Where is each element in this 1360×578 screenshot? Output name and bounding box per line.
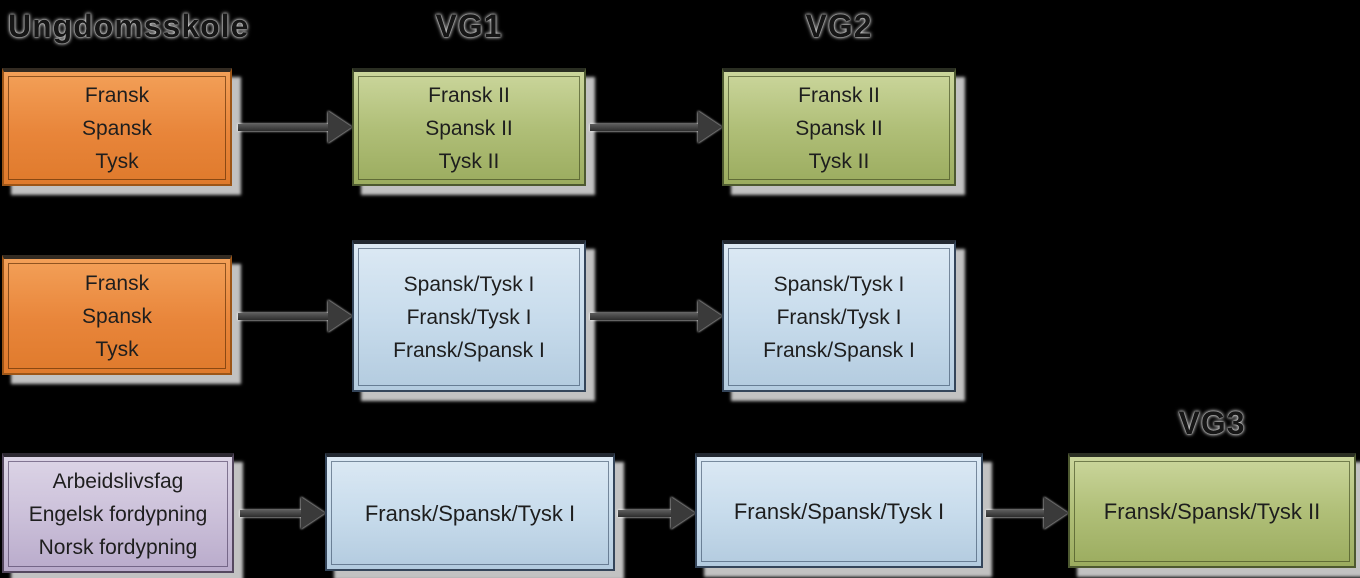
box-row2-vg2: Spansk/Tysk I Fransk/Tysk I Fransk/Spans… <box>722 240 956 392</box>
arrow-row3-2 <box>618 496 695 530</box>
box-line: Spansk II <box>425 116 513 140</box>
box-line: Fransk/Spansk/Tysk II <box>1103 499 1321 524</box>
arrow-head <box>1044 497 1068 529</box>
box-line: Fransk II <box>428 83 510 107</box>
arrow-shaft <box>238 123 329 131</box>
box-row3-vg3: Fransk/Spansk/Tysk II <box>1068 453 1356 568</box>
box-line: Spansk/Tysk I <box>403 272 535 296</box>
box-inner: Spansk/Tysk I Fransk/Tysk I Fransk/Spans… <box>728 248 950 386</box>
column-header-vg2: VG2 <box>805 8 873 44</box>
arrow-row3-3 <box>986 496 1068 530</box>
box-line: Fransk/Spansk/Tysk I <box>364 500 576 526</box>
arrow-row1-1 <box>238 110 352 144</box>
box-line: Tysk II <box>438 149 500 173</box>
box-line: Fransk II <box>798 83 880 107</box>
box-row2-vg1: Spansk/Tysk I Fransk/Tysk I Fransk/Spans… <box>352 240 586 392</box>
arrow-row3-1 <box>240 496 325 530</box>
arrow-row2-2 <box>590 299 722 333</box>
box-inner: Spansk/Tysk I Fransk/Tysk I Fransk/Spans… <box>358 248 580 386</box>
arrow-head <box>328 300 352 332</box>
box-line: Fransk/Tysk I <box>406 305 532 329</box>
box-line: Spansk/Tysk I <box>773 272 905 296</box>
box-line: Spansk <box>81 116 153 140</box>
arrow-row1-2 <box>590 110 722 144</box>
box-line: Fransk <box>84 271 150 295</box>
box-line: Arbeidslivsfag <box>52 469 184 493</box>
box-line: Tysk II <box>808 149 870 173</box>
arrow-shaft <box>590 123 699 131</box>
box-line: Fransk/Tysk I <box>776 305 902 329</box>
box-row3-ungdomsskole: Arbeidslivsfag Engelsk fordypning Norsk … <box>2 453 234 573</box>
box-line: Fransk/Spansk I <box>393 338 545 362</box>
column-header-vg1: VG1 <box>435 8 503 44</box>
box-inner: Fransk II Spansk II Tysk II <box>728 76 950 180</box>
box-row1-vg1: Fransk II Spansk II Tysk II <box>352 68 586 186</box>
arrow-head <box>671 497 695 529</box>
box-inner: Fransk/Spansk/Tysk I <box>701 461 977 562</box>
box-line: Fransk/Spansk/Tysk I <box>733 499 945 524</box>
arrow-head <box>328 111 352 143</box>
box-line: Engelsk fordypning <box>28 502 208 526</box>
arrow-shaft <box>618 509 672 517</box>
box-inner: Fransk II Spansk II Tysk II <box>358 76 580 180</box>
box-line: Fransk <box>84 83 150 107</box>
arrow-shaft <box>240 509 302 517</box>
box-inner: Fransk Spansk Tysk <box>8 76 226 180</box>
box-row3-vg2: Fransk/Spansk/Tysk I <box>695 453 983 568</box>
column-header-vg3: VG3 <box>1178 405 1246 441</box>
box-line: Norsk fordypning <box>38 535 198 559</box>
arrow-head <box>698 300 722 332</box>
box-line: Spansk II <box>795 116 883 140</box>
box-row1-vg2: Fransk II Spansk II Tysk II <box>722 68 956 186</box>
box-line: Fransk/Spansk I <box>763 338 915 362</box>
box-inner: Fransk/Spansk/Tysk I <box>331 461 609 565</box>
arrow-shaft <box>238 312 329 320</box>
arrow-shaft <box>986 509 1045 517</box>
box-line: Tysk <box>95 337 139 361</box>
arrow-shaft <box>590 312 699 320</box>
box-inner: Fransk/Spansk/Tysk II <box>1074 461 1350 562</box>
box-row2-ungdomsskole: Fransk Spansk Tysk <box>2 255 232 375</box>
box-inner: Arbeidslivsfag Engelsk fordypning Norsk … <box>8 461 228 567</box>
box-line: Spansk <box>81 304 153 328</box>
arrow-head <box>301 497 325 529</box>
arrow-head <box>698 111 722 143</box>
box-inner: Fransk Spansk Tysk <box>8 263 226 369</box>
box-row1-ungdomsskole: Fransk Spansk Tysk <box>2 68 232 186</box>
arrow-row2-1 <box>238 299 352 333</box>
box-line: Tysk <box>95 149 139 173</box>
box-row3-vg1: Fransk/Spansk/Tysk I <box>325 453 615 571</box>
column-header-ungdomsskole: Ungdomsskole <box>8 8 250 44</box>
